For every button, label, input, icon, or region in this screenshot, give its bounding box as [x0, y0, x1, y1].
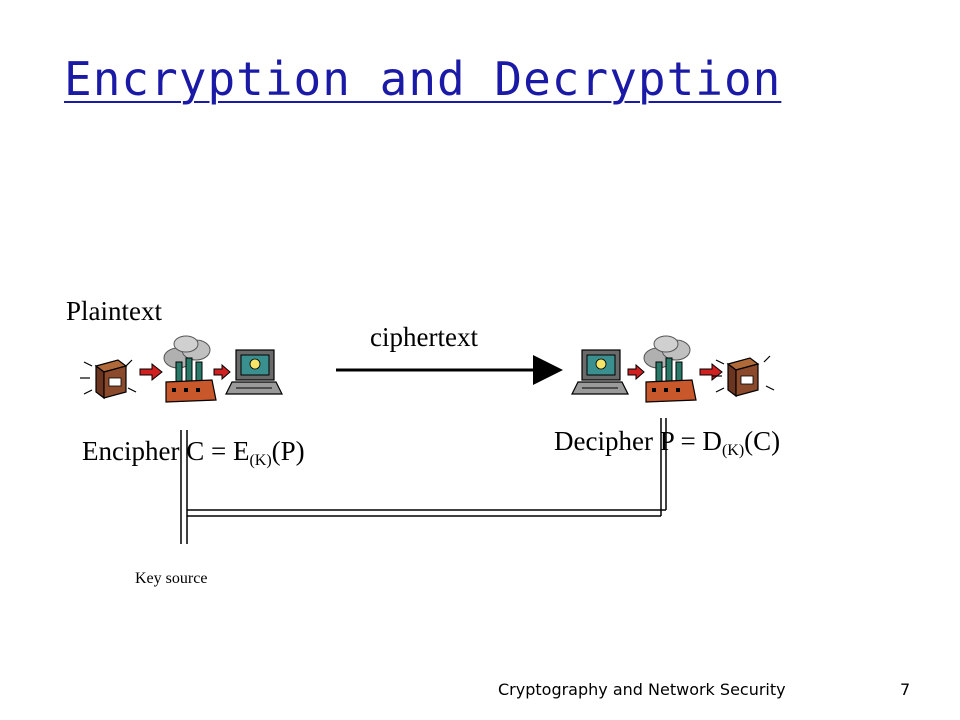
- package-icon: [712, 355, 775, 398]
- key-source-label: Key source: [135, 570, 208, 587]
- encipher-prefix: Encipher C = E: [82, 436, 250, 466]
- computer-icon: [571, 349, 629, 395]
- arrow-icon: [213, 363, 231, 381]
- arrow-icon: [699, 362, 723, 382]
- page-title: Encryption and Decryption: [64, 52, 782, 106]
- package-icon: [80, 359, 137, 400]
- key-distribution-lines: [180, 418, 667, 544]
- decipher-key-subscript: (K): [721, 442, 745, 459]
- ciphertext-label: ciphertext: [370, 322, 478, 352]
- encipher-key-subscript: (K): [249, 452, 272, 469]
- computer-icon: [225, 349, 283, 395]
- decipher-prefix: Decipher P = D: [554, 426, 722, 456]
- page-number: 7: [900, 680, 911, 699]
- plaintext-label: Plaintext: [66, 296, 162, 326]
- factory-icon: [163, 335, 217, 403]
- arrow-icon: [139, 362, 163, 382]
- encipher-formula: Encipher C = E(K)(P): [82, 436, 305, 470]
- encipher-suffix: (P): [271, 436, 305, 466]
- factory-icon: [643, 335, 697, 403]
- slide-footer: Cryptography and Network Security: [498, 680, 786, 699]
- arrow-icon: [627, 363, 645, 381]
- decipher-suffix: (C): [744, 426, 781, 456]
- decipher-formula: Decipher P = D(K)(C): [554, 426, 780, 460]
